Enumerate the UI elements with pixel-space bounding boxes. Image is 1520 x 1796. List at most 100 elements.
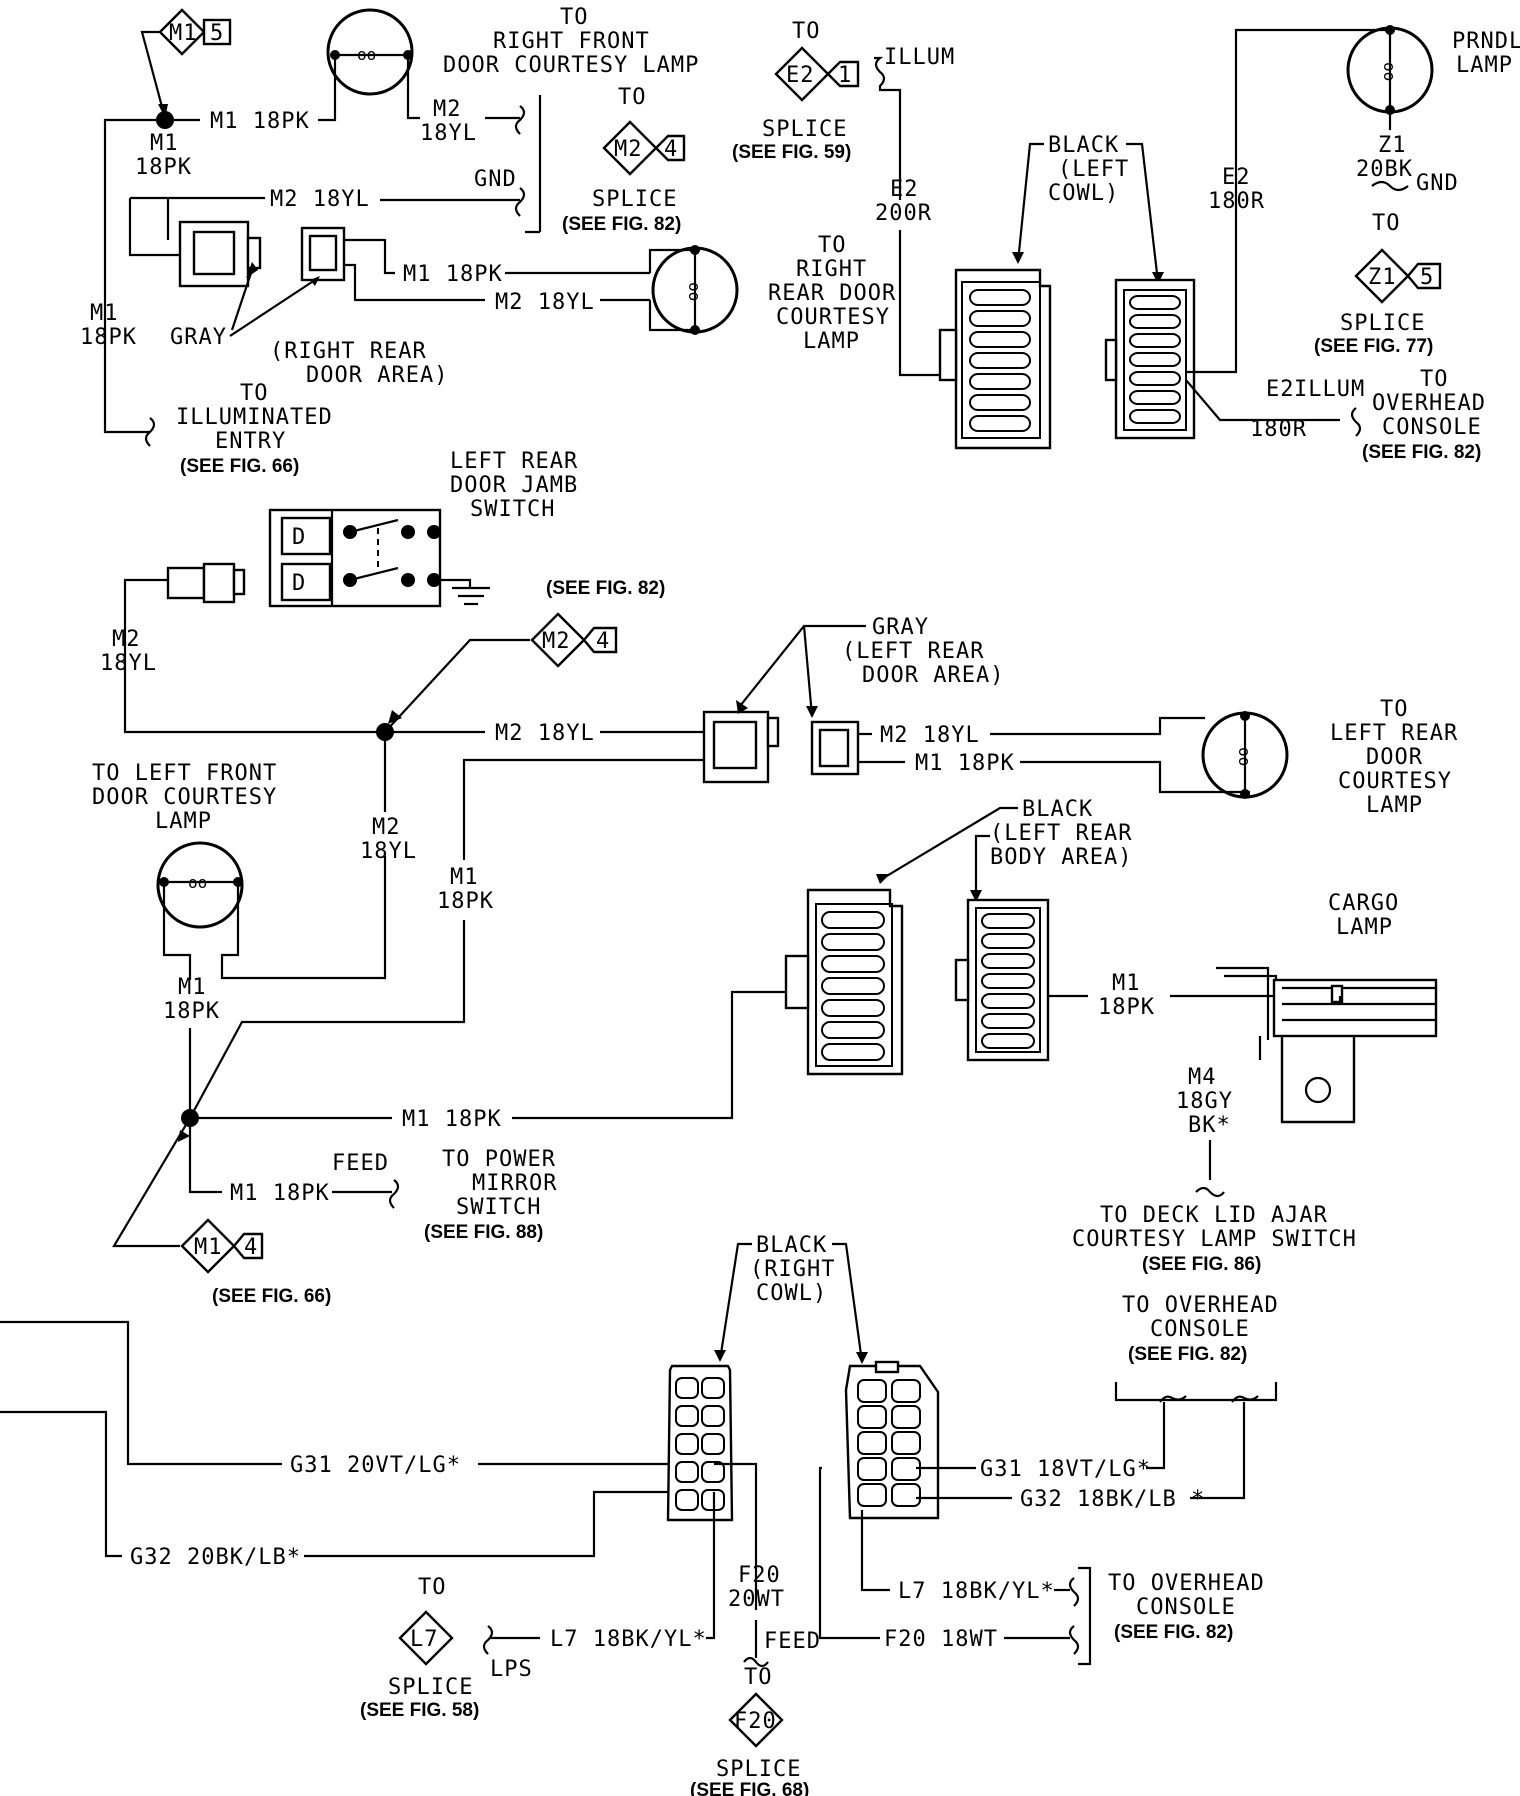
wire-label: 18YL bbox=[100, 651, 157, 676]
connector-cavity bbox=[701, 1377, 725, 1399]
connector-cavity bbox=[981, 973, 1035, 989]
connector-cavity bbox=[891, 1483, 921, 1507]
to-label: TO bbox=[1372, 211, 1401, 236]
wire-label: 20BK bbox=[1356, 157, 1413, 182]
wire-label: M1 bbox=[450, 865, 479, 890]
svg-text:COURTESY: COURTESY bbox=[776, 305, 890, 330]
wire-label: GND bbox=[474, 167, 517, 192]
wire-label: 180R bbox=[1208, 189, 1265, 214]
connector-cavity bbox=[857, 1405, 887, 1429]
connector-cavity bbox=[821, 955, 885, 973]
svg-text:oo: oo bbox=[1235, 747, 1254, 766]
connector-cavity bbox=[701, 1433, 725, 1455]
wire-label: G31 18VT/LG* bbox=[980, 1457, 1151, 1482]
svg-text:GRAY: GRAY bbox=[872, 615, 929, 640]
connector-cavity bbox=[821, 999, 885, 1017]
wire-label: 18PK bbox=[437, 889, 494, 914]
lr-lamp-label: TO LEFT REAR DOOR COURTESY LAMP bbox=[1330, 697, 1457, 818]
terminal-d: D bbox=[292, 571, 306, 596]
figure-ref: (SEE FIG. 82) bbox=[546, 578, 665, 599]
svg-text:(LEFT REAR: (LEFT REAR bbox=[842, 639, 984, 664]
wire-label: GND bbox=[1416, 171, 1459, 196]
connector-cavity bbox=[821, 1021, 885, 1039]
figure-ref: (SEE FIG. 82) bbox=[1114, 1622, 1233, 1643]
wire-label: G32 18BK/LB * bbox=[1020, 1487, 1205, 1512]
cargo-label: CARGO LAMP bbox=[1328, 891, 1398, 940]
svg-text:ENTRY: ENTRY bbox=[215, 429, 286, 454]
connector-cavity bbox=[981, 1013, 1035, 1029]
connector-cavity bbox=[675, 1461, 699, 1483]
black-right-cowl-connector-female bbox=[666, 1364, 734, 1522]
svg-text:oo: oo bbox=[1380, 62, 1399, 81]
wire-label: E2 bbox=[1266, 377, 1295, 402]
wire-label: M2 18YL bbox=[880, 723, 980, 748]
svg-text:(LEFT REAR: (LEFT REAR bbox=[990, 821, 1132, 846]
splice-m2-4-top: M2 4 bbox=[602, 120, 686, 176]
overhead-console-mid-label: TO OVERHEAD CONSOLE (SEE FIG. 82) bbox=[1122, 1293, 1279, 1365]
svg-text:COURTESY: COURTESY bbox=[1338, 769, 1452, 794]
wire-label: M1 bbox=[1112, 971, 1141, 996]
wire-label: F20 bbox=[738, 1563, 781, 1588]
to-label: TO bbox=[744, 1665, 773, 1690]
wire-label: BK* bbox=[1188, 1113, 1231, 1138]
illuminated-entry-label: TO ILLUMINATED ENTRY (SEE FIG. 66) bbox=[176, 381, 332, 477]
wire-label: M1 bbox=[150, 131, 179, 156]
black-right-cowl-connector-male bbox=[844, 1360, 940, 1520]
figure-ref: (SEE FIG. 77) bbox=[1314, 336, 1433, 357]
svg-text:BLACK: BLACK bbox=[1048, 133, 1119, 158]
wire-label: M1 bbox=[178, 975, 207, 1000]
to-label: TO bbox=[618, 85, 647, 110]
wire-label: 18GY bbox=[1176, 1089, 1233, 1114]
black-lr-body-label: BLACK (LEFT REAR BODY AREA) bbox=[990, 797, 1132, 870]
connector-cavity bbox=[1129, 409, 1181, 424]
left-front-lamp: oo bbox=[156, 841, 244, 929]
connector-cavity bbox=[1129, 333, 1181, 348]
svg-text:oo: oo bbox=[685, 282, 704, 301]
wire-label: M1 18PK bbox=[915, 751, 1015, 776]
splice-l7: L7 bbox=[398, 1610, 454, 1666]
wire-label: 18YL bbox=[360, 839, 417, 864]
connector-cavity bbox=[857, 1379, 887, 1403]
figure-ref: (SEE FIG. 82) bbox=[1128, 1344, 1247, 1365]
wire-label: M2 bbox=[372, 815, 401, 840]
connector-cavity bbox=[969, 331, 1031, 348]
figure-ref: (SEE FIG. 82) bbox=[562, 214, 681, 235]
connector-cavity bbox=[981, 993, 1035, 1009]
overhead-console-low-label: TO OVERHEAD CONSOLE (SEE FIG. 82) bbox=[1108, 1571, 1264, 1643]
splice-m1-5-top: M1 5 bbox=[158, 8, 232, 56]
wire-label: M2 18YL bbox=[270, 187, 370, 212]
connector-cavity bbox=[675, 1405, 699, 1427]
lf-lamp-label: TO LEFT FRONT DOOR COURTESY LAMP bbox=[92, 761, 276, 834]
right-rear-lamp: oo bbox=[651, 245, 739, 335]
svg-text:REAR DOOR: REAR DOOR bbox=[768, 281, 896, 306]
connector-cavity bbox=[969, 289, 1031, 306]
wire-label: M2 18YL bbox=[495, 721, 595, 746]
svg-text:TO OVERHEAD: TO OVERHEAD bbox=[1122, 1293, 1279, 1318]
black-lr-body-connector-female bbox=[784, 888, 904, 1076]
connector-cavity bbox=[891, 1431, 921, 1455]
svg-text:RIGHT FRONT: RIGHT FRONT bbox=[493, 29, 650, 54]
svg-text:M1: M1 bbox=[194, 1235, 223, 1260]
connector-cavity bbox=[969, 373, 1031, 390]
wire-label: M1 18PK bbox=[403, 262, 503, 287]
connector-cavity bbox=[891, 1405, 921, 1429]
connector-cavity bbox=[821, 977, 885, 995]
splice-label: SPLICE bbox=[762, 117, 847, 142]
svg-text:TO: TO bbox=[1420, 367, 1449, 392]
svg-text:DOOR: DOOR bbox=[1366, 745, 1423, 770]
svg-text:F20: F20 bbox=[734, 1709, 777, 1734]
splice-z1-5: Z1 5 bbox=[1354, 248, 1442, 304]
svg-text:BODY AREA): BODY AREA) bbox=[990, 845, 1132, 870]
connector-cavity bbox=[857, 1457, 887, 1481]
black-left-cowl-connector-male bbox=[1104, 278, 1196, 440]
svg-text:TO: TO bbox=[818, 233, 847, 258]
connector-cavity bbox=[1129, 371, 1181, 386]
rf-lamp-label: TO RIGHT FRONT DOOR COURTESY LAMP bbox=[443, 5, 698, 78]
svg-text:LEFT REAR: LEFT REAR bbox=[450, 449, 578, 474]
svg-text:(RIGHT: (RIGHT bbox=[750, 1257, 835, 1282]
wire-label: M2 bbox=[112, 627, 141, 652]
wire-label: 18PK bbox=[1098, 995, 1155, 1020]
connector-cavity bbox=[675, 1489, 699, 1511]
left-rear-lamp: oo bbox=[1201, 711, 1289, 799]
connector-cavity bbox=[701, 1405, 725, 1427]
